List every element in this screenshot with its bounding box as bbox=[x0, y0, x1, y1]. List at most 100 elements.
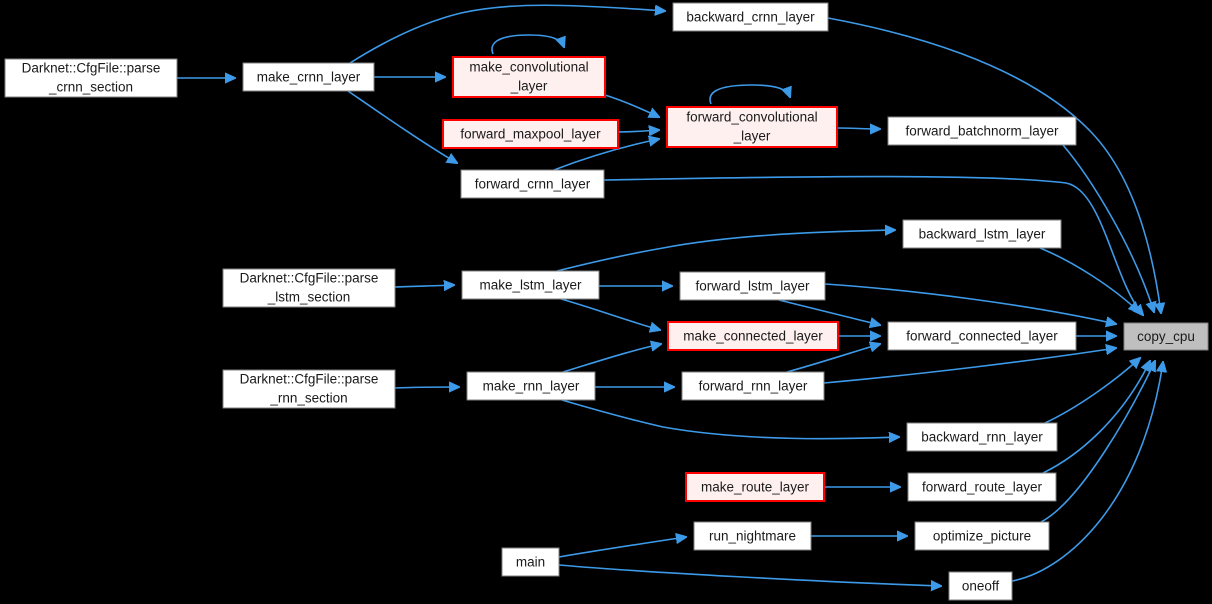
call-edge-make_rnn-to-backward_rnn bbox=[561, 399, 899, 439]
call-edge-main-to-oneoff bbox=[558, 564, 941, 586]
node-box-forward_lstm[interactable] bbox=[679, 271, 826, 301]
call-edge-forward_route-to-copy_cpu bbox=[1042, 361, 1150, 474]
node-make_crnn[interactable]: make_crnn_layer bbox=[242, 62, 375, 92]
node-make_rnn[interactable]: make_rnn_layer bbox=[466, 371, 596, 401]
node-box-make_rnn[interactable] bbox=[466, 371, 596, 401]
node-forward_rnn[interactable]: forward_rnn_layer bbox=[681, 371, 825, 401]
node-box-run_nightmare[interactable] bbox=[693, 521, 812, 551]
node-label-backward_lstm: backward_lstm_layer bbox=[919, 227, 1046, 242]
call-edge-parse_lstm-to-make_lstm bbox=[394, 285, 454, 287]
node-forward_maxpool[interactable]: forward_maxpool_layer bbox=[442, 119, 619, 149]
call-edge-parse_rnn-to-make_rnn bbox=[394, 387, 459, 388]
call-edge-make_crnn-to-forward_crnn bbox=[347, 90, 457, 163]
node-label-oneoff: oneoff bbox=[962, 579, 1000, 594]
node-parse_lstm[interactable]: Darknet::CfgFile::parse_lstm_section bbox=[222, 268, 396, 308]
node-main[interactable]: main bbox=[501, 547, 560, 577]
call-edge-backward_crnn-to-copy_cpu bbox=[827, 17, 1161, 313]
node-backward_lstm[interactable]: backward_lstm_layer bbox=[902, 219, 1062, 249]
node-box-forward_maxpool[interactable] bbox=[442, 119, 619, 149]
call-edge-forward_lstm-to-forward_connected bbox=[778, 299, 880, 325]
node-label-forward_lstm: forward_lstm_layer bbox=[695, 279, 810, 294]
node-box-backward_crnn[interactable] bbox=[672, 2, 829, 32]
node-box-oneoff[interactable] bbox=[948, 571, 1013, 601]
node-label-backward_crnn: backward_crnn_layer bbox=[686, 10, 815, 25]
call-edge-forward_maxpool-to-forward_conv bbox=[617, 130, 659, 132]
node-parse_rnn[interactable]: Darknet::CfgFile::parse_rnn_section bbox=[222, 369, 396, 409]
node-label2-parse_rnn: _rnn_section bbox=[269, 391, 347, 406]
node-copy_cpu[interactable]: copy_cpu bbox=[1123, 322, 1209, 351]
node-make_conv[interactable]: make_convolutional_layer bbox=[452, 56, 606, 98]
node-forward_route[interactable]: forward_route_layer bbox=[907, 472, 1057, 502]
call-edge-forward_lstm-to-copy_cpu bbox=[824, 283, 1116, 324]
node-forward_lstm[interactable]: forward_lstm_layer bbox=[679, 271, 826, 301]
node-box-make_route[interactable] bbox=[685, 472, 825, 502]
node-box-forward_crnn[interactable] bbox=[460, 169, 605, 199]
node-box-backward_rnn[interactable] bbox=[906, 422, 1058, 452]
call-edge-make_lstm-to-make_connected bbox=[560, 298, 660, 330]
node-forward_batchnorm[interactable]: forward_batchnorm_layer bbox=[887, 116, 1077, 146]
node-label2-forward_conv: _layer bbox=[733, 129, 771, 144]
node-label-backward_rnn: backward_rnn_layer bbox=[921, 430, 1043, 445]
call-edge-forward_rnn-to-forward_connected bbox=[786, 344, 880, 373]
node-label-make_route: make_route_layer bbox=[701, 480, 810, 495]
node-label-forward_batchnorm: forward_batchnorm_layer bbox=[905, 124, 1059, 139]
call-edge-main-to-run_nightmare bbox=[558, 537, 686, 558]
call-edge-oneoff-to-copy_cpu bbox=[1011, 362, 1163, 582]
node-label-forward_crnn: forward_crnn_layer bbox=[475, 177, 591, 192]
node-label-make_crnn: make_crnn_layer bbox=[257, 70, 361, 85]
node-box-forward_route[interactable] bbox=[907, 472, 1057, 502]
node-box-parse_lstm[interactable] bbox=[222, 268, 396, 308]
call-edge-backward_lstm-to-copy_cpu bbox=[1039, 247, 1139, 312]
node-parse_crnn[interactable]: Darknet::CfgFile::parse_crnn_section bbox=[4, 58, 178, 98]
node-layer: Darknet::CfgFile::parse_crnn_sectionmake… bbox=[4, 2, 1209, 601]
node-label2-make_conv: _layer bbox=[510, 79, 548, 94]
node-label-parse_lstm: Darknet::CfgFile::parse bbox=[240, 271, 379, 286]
node-box-backward_lstm[interactable] bbox=[902, 219, 1062, 249]
node-box-main[interactable] bbox=[501, 547, 560, 577]
node-label-make_lstm: make_lstm_layer bbox=[479, 278, 582, 293]
call-edge-make_crnn-to-backward_crnn bbox=[349, 4, 665, 64]
node-box-make_lstm[interactable] bbox=[461, 270, 600, 300]
node-make_connected[interactable]: make_connected_layer bbox=[667, 321, 839, 351]
node-forward_connected[interactable]: forward_connected_layer bbox=[887, 321, 1077, 351]
node-label-forward_maxpool: forward_maxpool_layer bbox=[460, 127, 601, 142]
call-edge-forward_crnn-to-copy_cpu bbox=[603, 175, 1143, 315]
node-oneoff[interactable]: oneoff bbox=[948, 571, 1013, 601]
node-box-forward_conv[interactable] bbox=[666, 106, 838, 148]
node-label-parse_rnn: Darknet::CfgFile::parse bbox=[240, 372, 379, 387]
call-edge-make_conv-to-make_conv bbox=[491, 34, 564, 55]
node-box-copy_cpu[interactable] bbox=[1123, 322, 1209, 351]
node-backward_crnn[interactable]: backward_crnn_layer bbox=[672, 2, 829, 32]
node-box-optimize_picture[interactable] bbox=[914, 521, 1050, 551]
node-box-forward_rnn[interactable] bbox=[681, 371, 825, 401]
node-box-make_crnn[interactable] bbox=[242, 62, 375, 92]
call-edge-forward_conv-to-forward_batchnorm bbox=[836, 128, 880, 129]
node-box-parse_rnn[interactable] bbox=[222, 369, 396, 409]
call-edge-make_lstm-to-backward_lstm bbox=[556, 230, 895, 272]
call-edge-make_rnn-to-make_connected bbox=[562, 344, 661, 373]
node-forward_crnn[interactable]: forward_crnn_layer bbox=[460, 169, 605, 199]
node-box-make_conv[interactable] bbox=[452, 56, 606, 98]
call-edge-optimize_picture-to-copy_cpu bbox=[1040, 361, 1155, 523]
node-label-main: main bbox=[516, 555, 545, 570]
node-optimize_picture[interactable]: optimize_picture bbox=[914, 521, 1050, 551]
node-forward_conv[interactable]: forward_convolutional_layer bbox=[666, 106, 838, 148]
node-backward_rnn[interactable]: backward_rnn_layer bbox=[906, 422, 1058, 452]
node-label-make_connected: make_connected_layer bbox=[683, 329, 823, 344]
node-box-forward_connected[interactable] bbox=[887, 321, 1077, 351]
node-make_lstm[interactable]: make_lstm_layer bbox=[461, 270, 600, 300]
node-box-make_connected[interactable] bbox=[667, 321, 839, 351]
node-box-parse_crnn[interactable] bbox=[4, 58, 178, 98]
node-label-optimize_picture: optimize_picture bbox=[933, 529, 1031, 544]
node-label-forward_route: forward_route_layer bbox=[922, 480, 1043, 495]
node-label2-parse_crnn: _crnn_section bbox=[48, 80, 133, 95]
node-box-forward_batchnorm[interactable] bbox=[887, 116, 1077, 146]
node-label2-parse_lstm: _lstm_section bbox=[267, 290, 351, 305]
node-run_nightmare[interactable]: run_nightmare bbox=[693, 521, 812, 551]
node-make_route[interactable]: make_route_layer bbox=[685, 472, 825, 502]
node-label-parse_crnn: Darknet::CfgFile::parse bbox=[22, 61, 161, 76]
node-label-forward_connected: forward_connected_layer bbox=[906, 329, 1058, 344]
node-label-forward_rnn: forward_rnn_layer bbox=[699, 379, 808, 394]
edge-layer bbox=[176, 4, 1163, 586]
